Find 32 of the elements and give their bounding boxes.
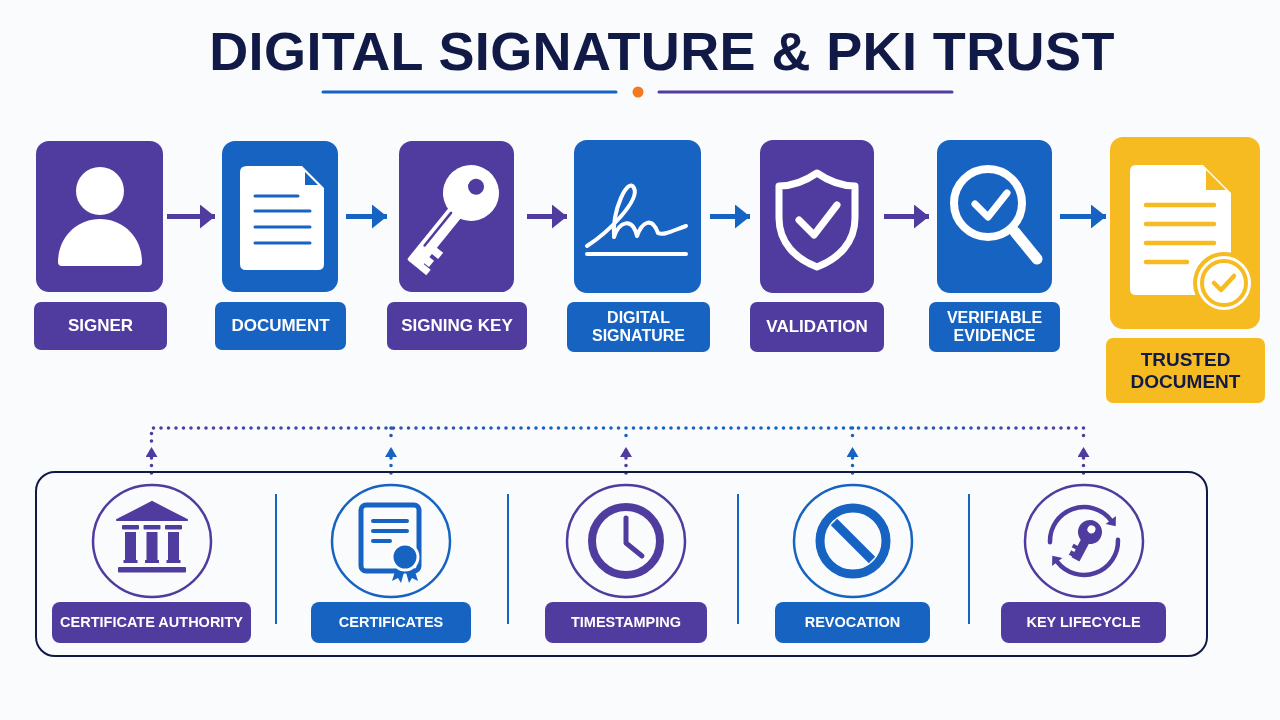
process-step: [215, 141, 346, 350]
arrow: [884, 204, 929, 229]
dotted-arrow: [846, 445, 859, 475]
component-label: TIMESTAMPING: [545, 602, 707, 643]
dotted-arrow: [385, 445, 397, 475]
process-step: [567, 140, 710, 352]
step-label: DIGITAL SIGNATURE: [567, 302, 710, 352]
component-label: CERTIFICATE AUTHORITY: [52, 602, 251, 643]
rounded-panel: [35, 471, 1208, 657]
process-step: [387, 141, 527, 350]
arrow: [527, 204, 567, 229]
step-label: SIGNING KEY: [387, 302, 527, 350]
arrow: [167, 204, 215, 229]
process-step: [1106, 137, 1265, 403]
process-step: [750, 140, 884, 352]
arrow: [1060, 204, 1106, 229]
step-label: SIGNER: [34, 302, 167, 350]
arrow: [710, 204, 750, 229]
step-label: TRUSTED DOCUMENT: [1106, 338, 1265, 403]
dotted-arrow: [145, 445, 158, 475]
dotted-arrow: [620, 445, 632, 475]
component-label: CERTIFICATES: [311, 602, 471, 643]
title: DIGITAL SIGNATURE & PKI TRUST: [209, 24, 1115, 78]
arrow: [346, 204, 387, 229]
step-label: DOCUMENT: [215, 302, 346, 350]
process-step: [929, 140, 1060, 352]
step-label: VERIFIABLE EVIDENCE: [929, 302, 1060, 352]
step-label: VALIDATION: [750, 302, 884, 352]
dotted-arrow: [1077, 445, 1090, 475]
component-label: KEY LIFECYCLE: [1001, 602, 1166, 643]
component-label: REVOCATION: [775, 602, 930, 643]
process-step: [34, 141, 167, 350]
